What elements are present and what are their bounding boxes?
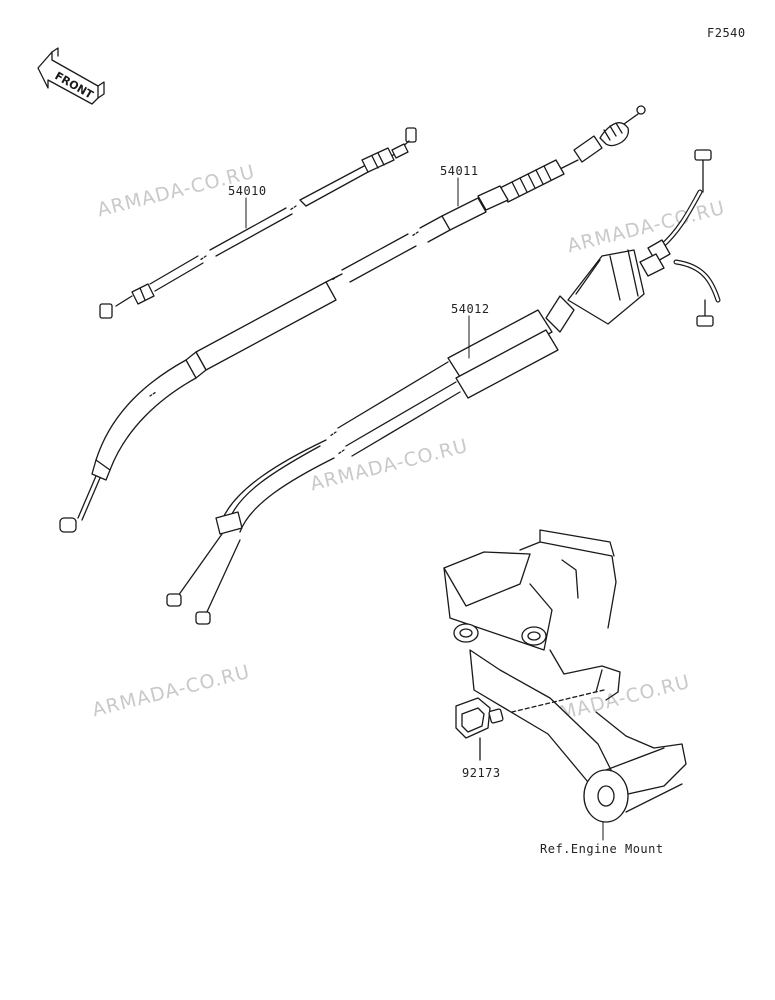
clamp-92173 [455, 697, 504, 761]
part-number-label: 92173 [462, 766, 501, 780]
cable-54012 [166, 149, 721, 625]
cable-54010 [99, 127, 417, 319]
front-arrow-icon: FRONT [37, 47, 105, 105]
leader-lines [245, 177, 604, 841]
diagram-code: F2540 [707, 26, 746, 40]
cable-54011 [59, 105, 646, 533]
engine-mount-bracket [443, 529, 687, 823]
reference-label: Ref.Engine Mount [540, 842, 664, 856]
part-number-label: 54010 [228, 184, 267, 198]
part-number-label: 54012 [451, 302, 490, 316]
part-number-label: 54011 [440, 164, 479, 178]
